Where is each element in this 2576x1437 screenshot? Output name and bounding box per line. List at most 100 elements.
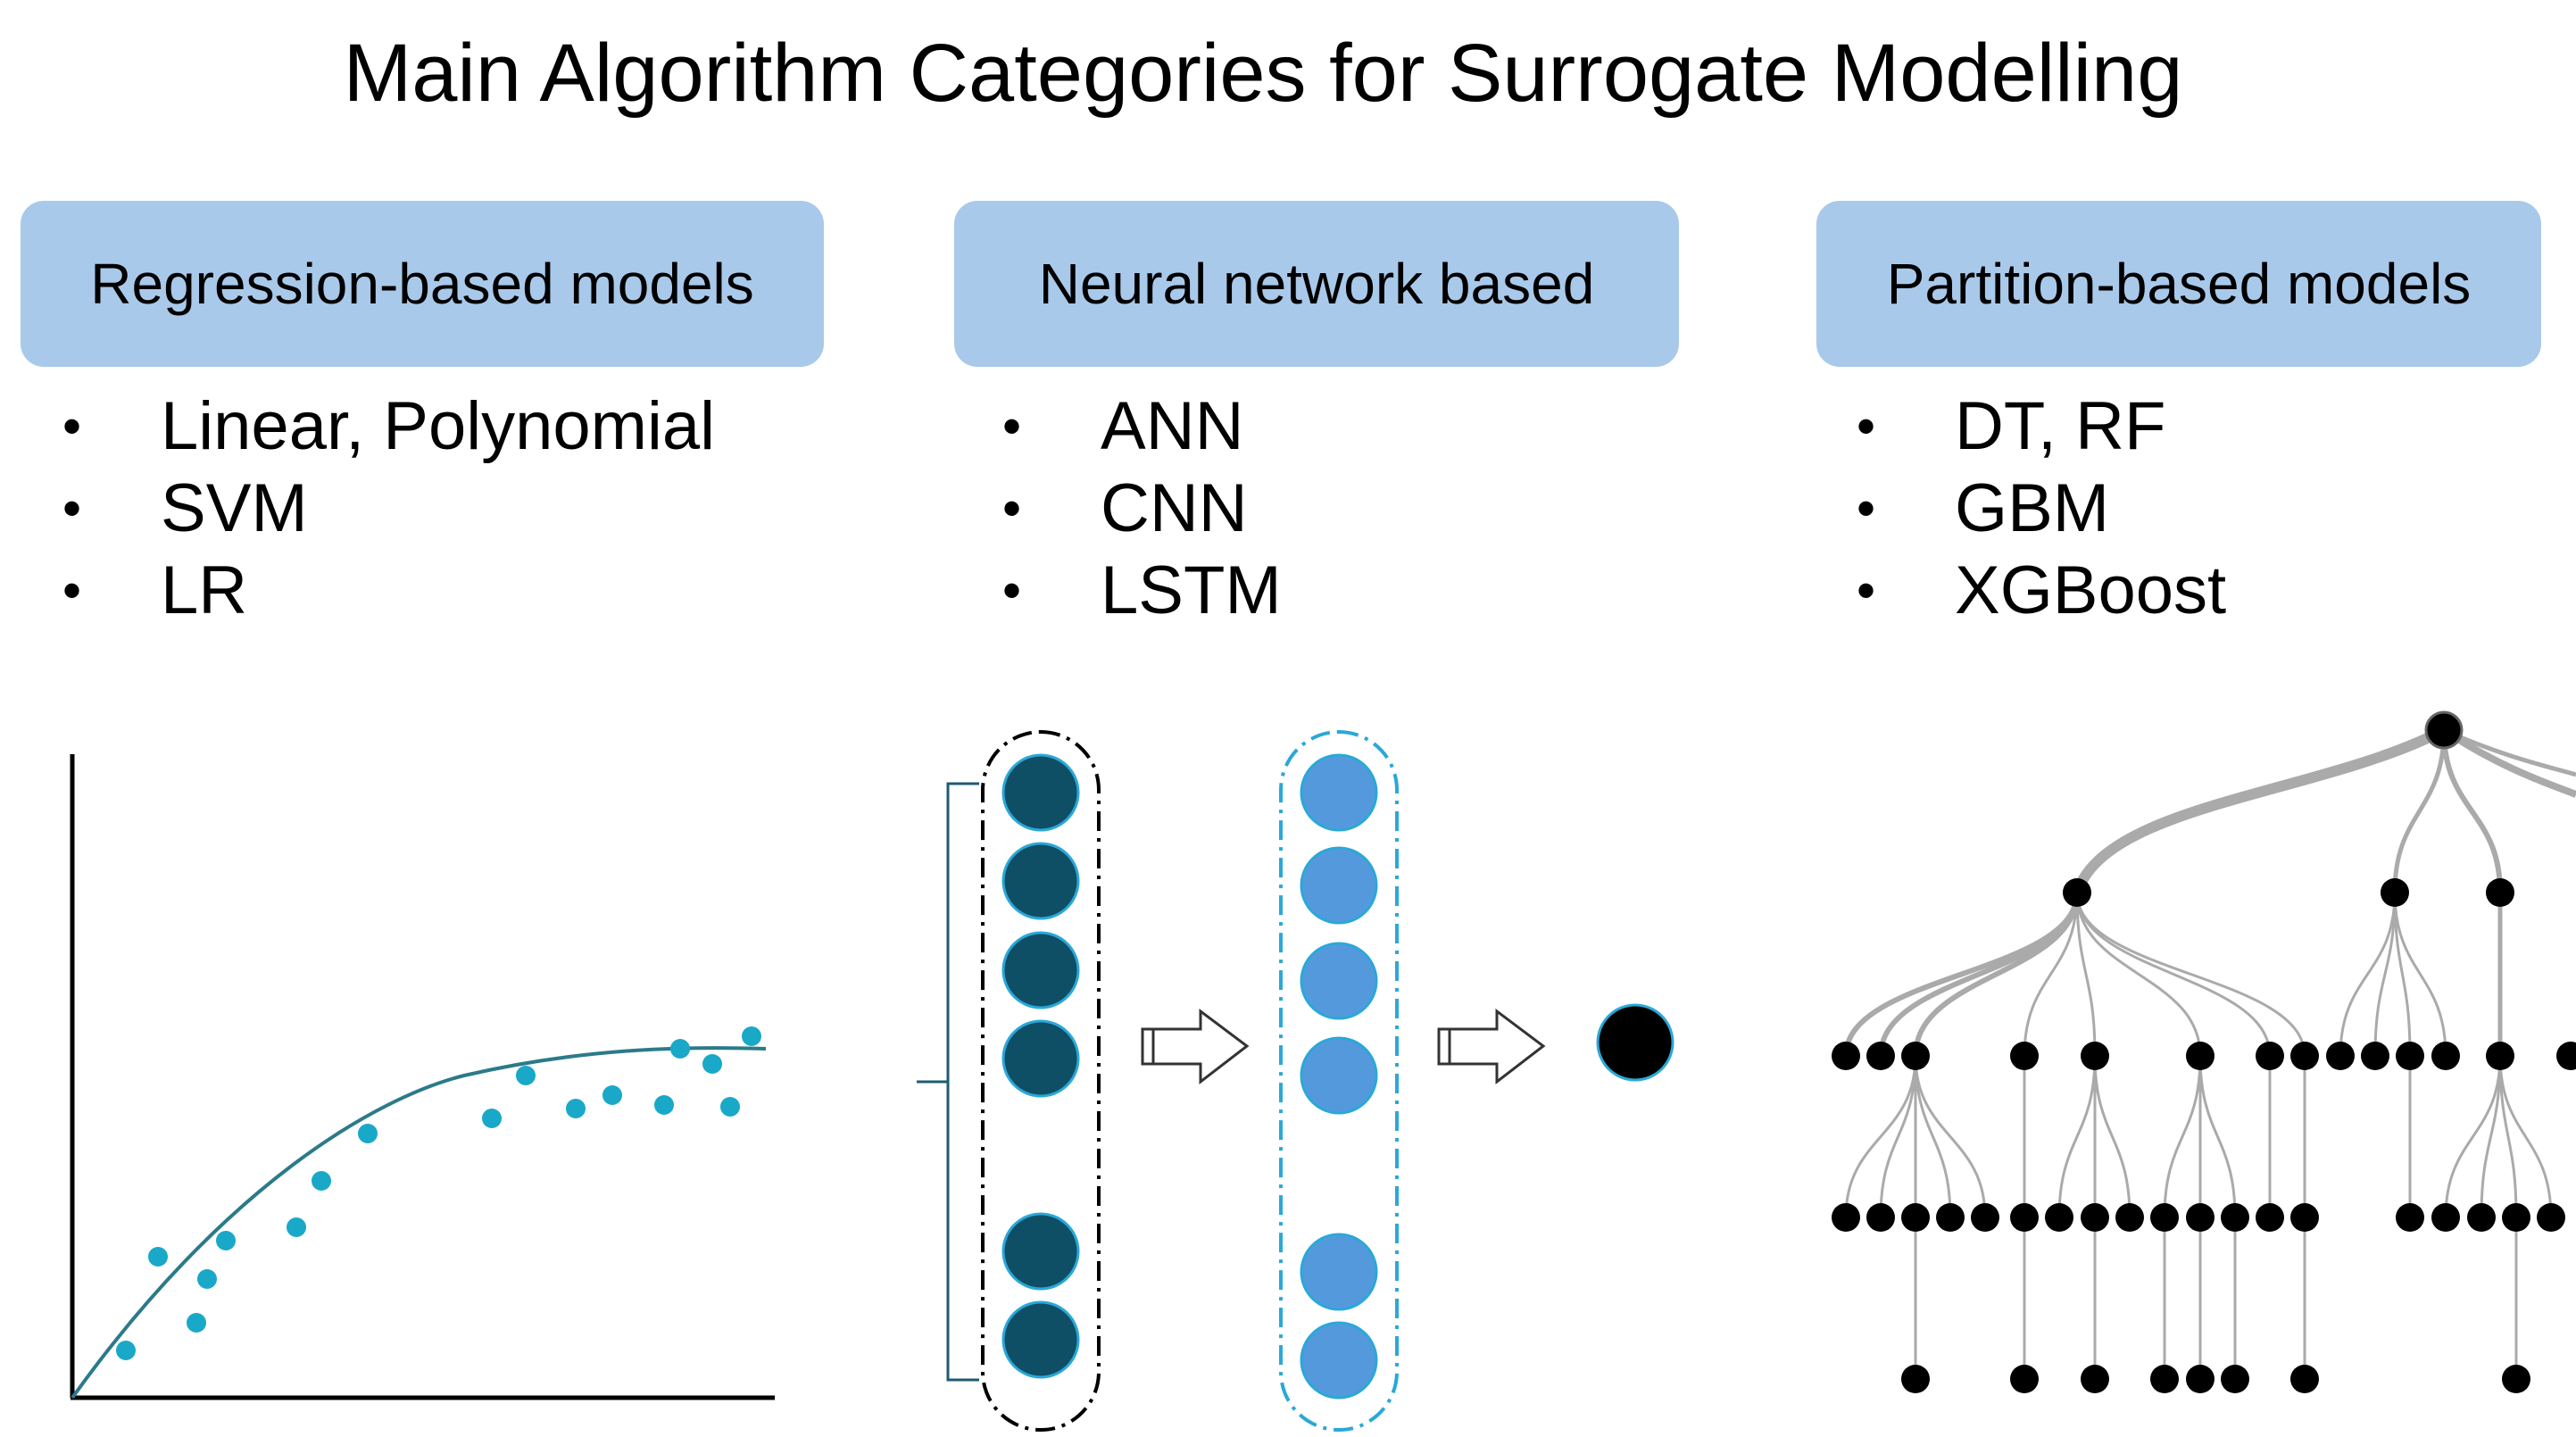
scatter-points xyxy=(116,1026,761,1360)
tree-node xyxy=(2486,878,2514,907)
tree-node xyxy=(1832,1042,1860,1070)
hidden-node xyxy=(1300,1233,1378,1311)
neural-network-list: ANN CNN LSTM xyxy=(976,386,1282,632)
scatter-point xyxy=(312,1171,331,1191)
tree-leaf-node xyxy=(2502,1365,2530,1393)
input-brace xyxy=(917,782,979,1382)
tree-edge xyxy=(2093,1055,2131,1218)
scatter-point xyxy=(216,1231,236,1250)
tree-node xyxy=(1936,1203,1965,1232)
tree-edge xyxy=(1913,892,2080,1057)
tree-edge xyxy=(2075,892,2272,1057)
tree-node xyxy=(2290,1042,2319,1070)
partition-list: DT, RF GBM XGBoost xyxy=(1830,386,2226,632)
list-item: ANN xyxy=(976,386,1282,468)
tree-node xyxy=(1832,1203,1860,1232)
tree-node xyxy=(2396,1042,2424,1070)
scatter-point xyxy=(197,1269,217,1289)
tree-node xyxy=(2381,878,2409,907)
tree-edge xyxy=(2198,1055,2237,1218)
partition-header: Partition-based models xyxy=(1816,201,2541,367)
tree-edge xyxy=(2373,892,2397,1057)
hidden-node xyxy=(1300,753,1378,832)
hidden-node xyxy=(1300,1321,1378,1400)
list-item: Linear, Polynomial xyxy=(36,386,715,468)
tree-node xyxy=(1866,1203,1895,1232)
scatter-point xyxy=(187,1313,206,1333)
regression-list: Linear, Polynomial SVM LR xyxy=(36,386,715,632)
list-item: XGBoost xyxy=(1830,550,2226,632)
tree-edge xyxy=(2163,1055,2202,1218)
hidden-layer-nodes xyxy=(1300,753,1378,1400)
tree-node xyxy=(1866,1042,1895,1070)
tree-edge xyxy=(1844,1055,1917,1218)
tree-node xyxy=(1971,1203,1999,1232)
tree-node xyxy=(2537,1203,2565,1232)
input-node xyxy=(1001,842,1080,920)
input-layer-nodes xyxy=(1001,753,1080,1379)
scatter-point xyxy=(654,1095,674,1115)
scatter-point xyxy=(358,1124,378,1143)
scatter-point xyxy=(482,1109,502,1128)
partition-header-label: Partition-based models xyxy=(1886,252,2472,316)
neural-network-header: Neural network based xyxy=(954,201,1679,367)
tree-node xyxy=(2431,1203,2460,1232)
tree-leaf-node xyxy=(2221,1365,2249,1393)
input-layer-outline xyxy=(981,730,1101,1432)
tree-edge xyxy=(2075,892,2097,1057)
tree-node xyxy=(2010,1203,2039,1232)
tree-node xyxy=(2010,1042,2039,1070)
regression-plot xyxy=(70,754,775,1400)
arrow-icon xyxy=(1141,1009,1250,1085)
tree-edge xyxy=(2392,729,2447,893)
tree-edge xyxy=(1879,1055,1917,1218)
arrow-icon xyxy=(1437,1009,1546,1085)
list-item: LSTM xyxy=(976,550,1282,632)
tree-edge xyxy=(2339,892,2397,1057)
tree-edge xyxy=(2023,892,2079,1057)
tree-edge xyxy=(2498,1055,2553,1218)
tree-node xyxy=(2081,1042,2109,1070)
neural-network-header-label: Neural network based xyxy=(1038,252,1595,316)
tree-node xyxy=(2150,1203,2179,1232)
tree-edge xyxy=(2441,729,2503,893)
input-node xyxy=(1001,931,1080,1009)
tree-edge xyxy=(2075,892,2306,1057)
scatter-point xyxy=(516,1066,536,1085)
decision-tree xyxy=(1832,710,2576,1393)
tree-edge xyxy=(2442,727,2576,777)
tree-leaf-node xyxy=(2150,1365,2179,1393)
tree-node xyxy=(2431,1042,2460,1070)
tree-node xyxy=(1901,1042,1930,1070)
tree-node xyxy=(2186,1042,2215,1070)
tree-root-node xyxy=(2424,710,2464,750)
page-title: Main Algorithm Categories for Surrogate … xyxy=(343,28,2183,119)
tree-edge xyxy=(2441,727,2576,798)
tree-leaf-node xyxy=(1901,1365,1930,1393)
tree-leaf-node xyxy=(2290,1365,2319,1393)
tree-edge xyxy=(2072,725,2447,895)
tree-node xyxy=(2081,1203,2109,1232)
scatter-point xyxy=(148,1247,168,1267)
scatter-point xyxy=(742,1026,761,1046)
list-item: CNN xyxy=(976,468,1282,550)
tree-edge xyxy=(2393,892,2412,1057)
neural-network xyxy=(917,730,1674,1432)
tree-node xyxy=(2556,1042,2576,1070)
tree-node xyxy=(2115,1203,2144,1232)
tree-edge xyxy=(2498,1055,2518,1218)
list-item: DT, RF xyxy=(1830,386,2226,468)
tree-edge xyxy=(2393,892,2447,1057)
fitted-curve xyxy=(71,1046,767,1400)
tree-edge xyxy=(2057,1055,2097,1218)
hidden-node xyxy=(1300,846,1378,925)
scatter-point xyxy=(566,1099,586,1118)
input-node xyxy=(1001,1300,1080,1379)
list-item: SVM xyxy=(36,468,715,550)
scatter-point xyxy=(116,1341,136,1360)
tree-nodes xyxy=(1832,710,2576,1393)
tree-edge xyxy=(2444,1055,2502,1218)
list-item: GBM xyxy=(1830,468,2226,550)
input-node xyxy=(1001,1019,1080,1098)
tree-node xyxy=(2502,1203,2530,1232)
